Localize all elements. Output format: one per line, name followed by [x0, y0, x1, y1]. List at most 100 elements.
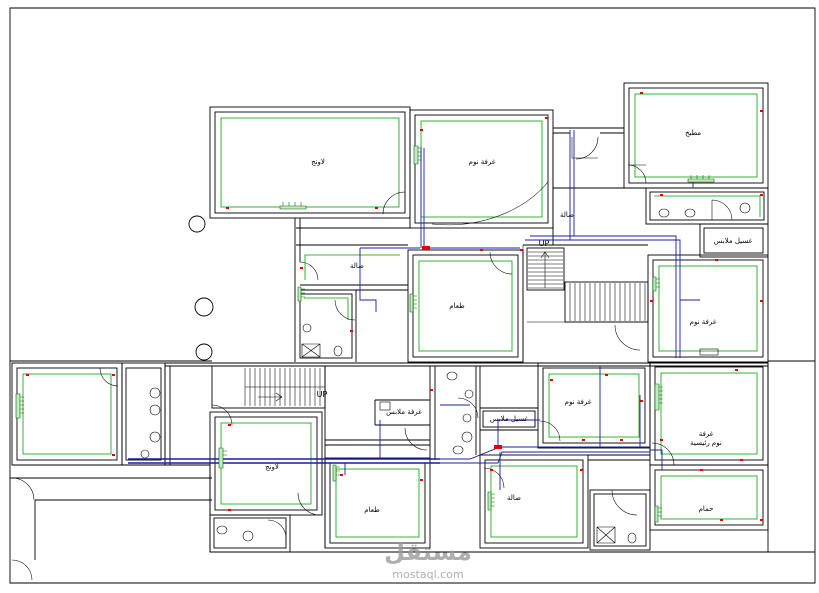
room-label: غسيل ملابس [714, 237, 753, 245]
hall-walls [294, 218, 408, 362]
tree-circle [194, 297, 214, 317]
stair-treads [569, 283, 646, 321]
switch-panel [15, 393, 24, 419]
wall-outer [699, 223, 769, 258]
stair-arrow [522, 245, 648, 362]
wall-inner [654, 469, 764, 526]
wall-outer [537, 362, 651, 449]
junction-markers [26, 92, 763, 521]
wall-outer [209, 106, 411, 219]
main-feeder-wiring [128, 458, 440, 464]
circuit-loop [634, 93, 758, 178]
lower-right-bath: حمام [649, 464, 769, 531]
floor-separator-wall [165, 362, 768, 367]
toilet-fixture [446, 371, 458, 381]
door-arc [431, 181, 549, 226]
switch-panel [487, 491, 495, 511]
door-arc [711, 199, 733, 221]
lower-lounge-bathroom [209, 514, 291, 553]
upper-bathroom-right [645, 187, 769, 225]
room-label: غرفة ملابس [386, 408, 422, 416]
wall-inner [414, 114, 549, 224]
door-arc [211, 404, 233, 426]
upper-center-room: طعام [407, 249, 524, 363]
basin-fixture [464, 389, 474, 399]
room-label: صالة [560, 211, 574, 219]
upper-hall-left: صالة [294, 218, 408, 362]
room-label: غسيل ملابس [490, 415, 529, 423]
circuit-loop [658, 265, 758, 352]
site-divider-lines [10, 360, 815, 560]
door-arc [334, 299, 356, 321]
stair-outline [564, 281, 649, 323]
switch-panel [413, 145, 422, 165]
door-frame [571, 136, 599, 160]
wall-outer [121, 362, 166, 466]
switch-panel [652, 276, 660, 292]
wall-inner [593, 493, 647, 547]
wall-outer [589, 489, 651, 551]
lower-master-room: غرفة نوم رئيسية [649, 361, 769, 466]
upper-kitchen: مطبخ [623, 82, 769, 189]
toilet-fixture [216, 525, 228, 535]
toilet-fixture [333, 345, 343, 357]
wall-inner [213, 517, 287, 549]
wall-outer [407, 249, 524, 363]
circuit-loop [418, 260, 513, 352]
stair-treads [244, 368, 325, 406]
lower-center-hall [429, 366, 538, 460]
circuit-loop [22, 373, 112, 455]
lower-center-room: طعام [324, 457, 431, 549]
wall-inner [628, 87, 764, 184]
door-arc [483, 467, 505, 489]
door-arc [611, 489, 638, 516]
wall-inner [649, 191, 765, 221]
cabinet-fixture [379, 401, 391, 411]
wall-outer [409, 109, 554, 229]
site-boundary [9, 7, 816, 584]
lower-bedroom: غرفة نوم [537, 362, 651, 449]
room-label: صالة [507, 494, 521, 502]
toilet-fixture [452, 445, 464, 455]
wall-inner [654, 366, 764, 461]
watermark-site: mostaql.com [392, 568, 463, 581]
circuit-loop [304, 297, 349, 320]
upper-lounge: لاونج [209, 106, 411, 219]
door-arc [651, 442, 675, 466]
switch-panel [687, 175, 715, 183]
switch-panel [218, 447, 227, 469]
toilet-fixture [658, 208, 670, 218]
wall-outer [209, 514, 291, 553]
door-arc [489, 251, 513, 275]
toilet-fixture [140, 449, 150, 459]
door-arc [299, 261, 319, 281]
wall-inner [329, 462, 426, 544]
wall-inner [214, 111, 406, 214]
room-walls [324, 366, 430, 548]
switch-panel [297, 286, 305, 302]
stair-up-label: UP [317, 390, 328, 399]
circuit-loop [660, 372, 758, 455]
upper-right-room: غرفة نوم [647, 254, 769, 363]
circuit-loop [490, 465, 578, 538]
tree-circle [195, 343, 213, 361]
wall-outer [649, 464, 769, 531]
switch-panel [654, 383, 663, 411]
upper-laundry: غسيل ملابس [699, 223, 769, 258]
site-door-arcs [11, 477, 35, 581]
wall-inner [703, 227, 764, 254]
door-arc [627, 164, 647, 184]
wall-outer [479, 454, 589, 549]
wall-inner [412, 254, 519, 358]
wiring-runs [344, 130, 700, 490]
wall-inner [482, 410, 536, 428]
stair-up-label: UP [539, 239, 550, 248]
upper-bathroom-left [299, 293, 356, 359]
lower-outline-walls [12, 362, 769, 553]
stair-arrow [258, 392, 283, 402]
room-label: نوم رئيسية [690, 439, 722, 447]
stair-treads [528, 251, 563, 289]
door-arc [297, 492, 321, 516]
door-arc [539, 420, 561, 442]
